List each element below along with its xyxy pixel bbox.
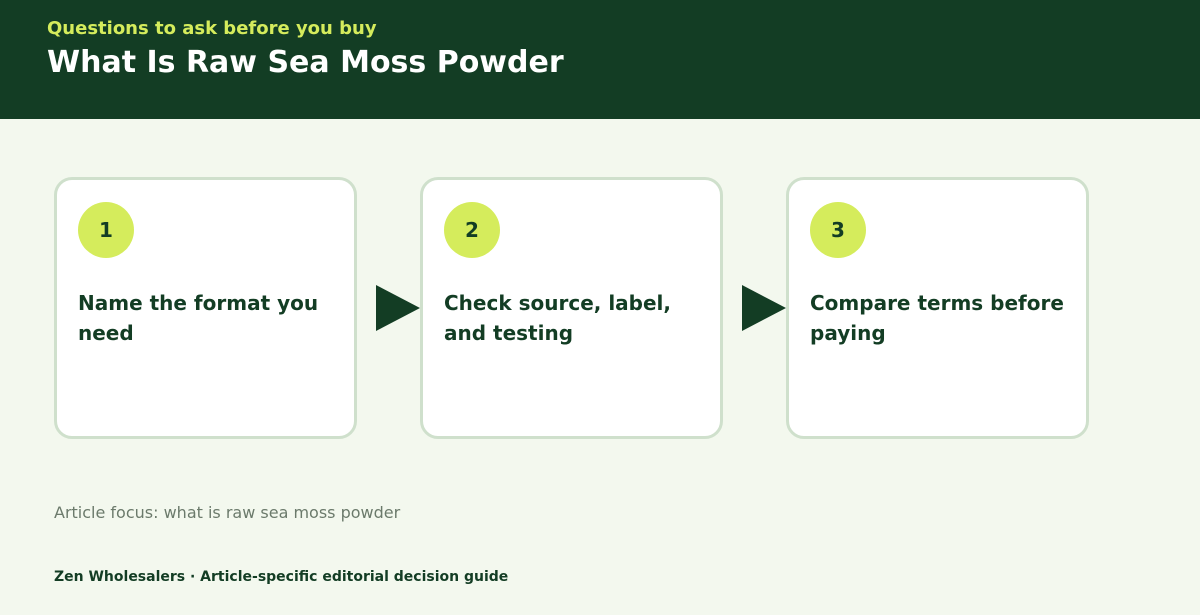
step-number-badge: 1 <box>78 202 134 258</box>
footer-credit: Zen Wholesalers · Article-specific edito… <box>54 569 509 585</box>
arrow-right-icon <box>376 285 420 331</box>
step-number-badge: 3 <box>810 202 866 258</box>
step-text: Name the format you need <box>78 291 319 345</box>
step-card-3: 3 Compare terms before paying <box>786 177 1089 439</box>
article-focus-text: Article focus: what is raw sea moss powd… <box>54 503 401 522</box>
step-text: Check source, label, and testing <box>444 291 672 345</box>
header-eyebrow: Questions to ask before you buy <box>47 18 377 39</box>
header-banner: Questions to ask before you buy What Is … <box>0 0 1200 119</box>
step-number-badge: 2 <box>444 202 500 258</box>
arrow-right-icon <box>742 285 786 331</box>
step-text: Compare terms before paying <box>810 291 1064 345</box>
step-card-2: 2 Check source, label, and testing <box>420 177 723 439</box>
step-card-1: 1 Name the format you need <box>54 177 357 439</box>
page-title: What Is Raw Sea Moss Powder <box>47 45 564 80</box>
